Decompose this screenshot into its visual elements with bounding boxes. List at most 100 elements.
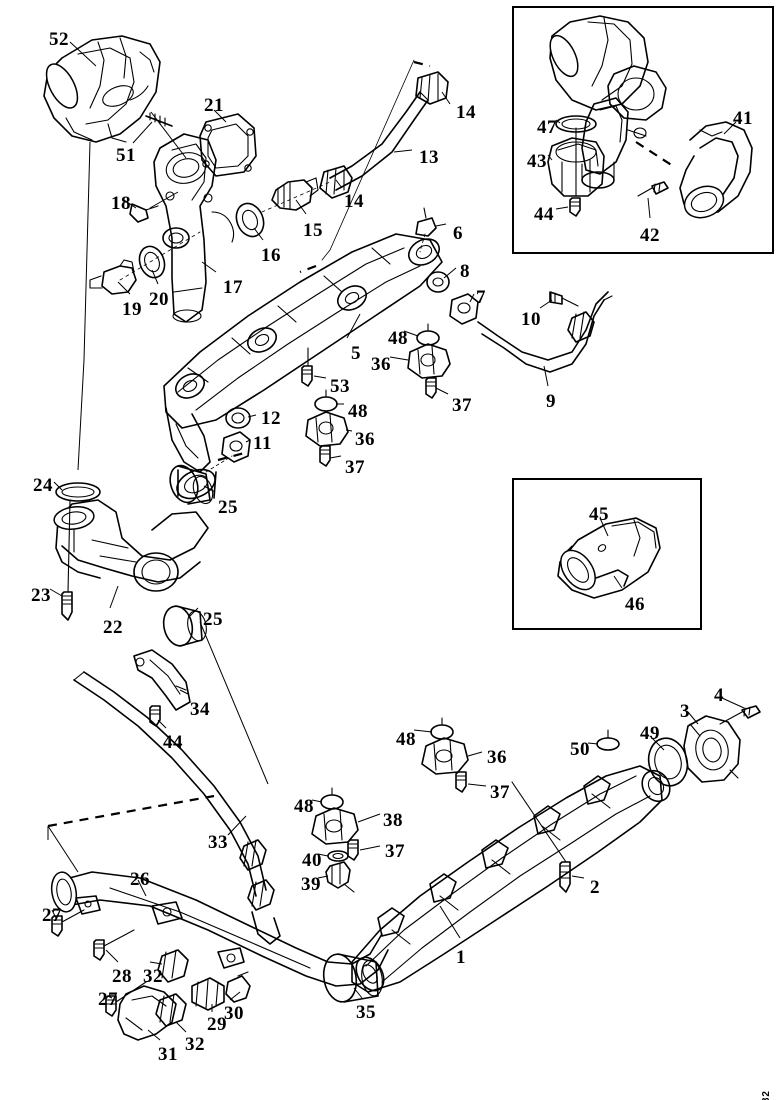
callout-label-1: 1 bbox=[456, 947, 466, 968]
callout-label-17: 17 bbox=[223, 277, 243, 298]
part-10-bolt bbox=[549, 291, 579, 307]
part-33-clamp-a bbox=[239, 839, 267, 871]
callout-label-38: 38 bbox=[383, 810, 403, 831]
part-48-seal-upper bbox=[416, 323, 440, 346]
callout-label-14: 14 bbox=[456, 102, 476, 123]
callout-label-47: 47 bbox=[537, 117, 557, 138]
callout-label-28: 28 bbox=[112, 966, 132, 987]
callout-label-32: 32 bbox=[143, 966, 163, 987]
inset-actuator-contents bbox=[557, 517, 661, 599]
part-36-sensor-lower bbox=[305, 411, 349, 447]
part-26-tab-left bbox=[75, 895, 101, 915]
part-44-bolt-lower bbox=[149, 705, 161, 727]
callout-label-32: 32 bbox=[185, 1034, 205, 1055]
callout-label-20: 20 bbox=[149, 289, 169, 310]
callout-label-9: 9 bbox=[546, 391, 556, 412]
part-25-sleeve-lower bbox=[162, 605, 207, 647]
part-2-bolt bbox=[511, 781, 571, 893]
inset-turbo-contents bbox=[549, 15, 667, 189]
callout-label-43: 43 bbox=[527, 151, 547, 172]
callout-label-25: 25 bbox=[218, 497, 238, 518]
part-25-sleeve-upper bbox=[169, 464, 214, 505]
callout-label-41: 41 bbox=[733, 108, 753, 129]
part-48-seal-38 bbox=[320, 787, 344, 810]
part-15-fitting bbox=[271, 177, 319, 211]
part-14-clamp-upper bbox=[415, 71, 449, 105]
callout-label-48: 48 bbox=[396, 729, 416, 750]
callout-label-40: 40 bbox=[302, 850, 322, 871]
part-28-bolt bbox=[93, 929, 135, 961]
callout-label-5: 5 bbox=[351, 343, 361, 364]
callout-label-25: 25 bbox=[203, 609, 223, 630]
part-20-washer bbox=[138, 245, 166, 279]
callout-label-7: 7 bbox=[476, 287, 486, 308]
part-36-sensor-right bbox=[421, 737, 469, 775]
callout-label-21: 21 bbox=[204, 95, 224, 116]
part-30-cap bbox=[225, 971, 251, 1003]
callout-label-29: 29 bbox=[207, 1014, 227, 1035]
callout-label-52: 52 bbox=[49, 29, 69, 50]
turbo-detail-inset bbox=[512, 6, 774, 254]
part-48-seal-right bbox=[430, 717, 454, 740]
part-33-clamp-b bbox=[247, 879, 275, 911]
part-40-washer bbox=[327, 850, 349, 862]
callout-label-33: 33 bbox=[208, 832, 228, 853]
part-23-bolt bbox=[61, 499, 73, 621]
part-16-washer bbox=[235, 202, 265, 238]
callout-label-34: 34 bbox=[190, 699, 210, 720]
part-24-oring bbox=[55, 482, 101, 502]
callout-label-45: 45 bbox=[589, 504, 609, 525]
part-41-elbow bbox=[679, 121, 753, 219]
callout-label-3: 3 bbox=[680, 701, 690, 722]
part-39-sensor bbox=[325, 861, 355, 893]
part-13-pipe bbox=[329, 91, 429, 191]
callout-label-37: 37 bbox=[452, 395, 472, 416]
callout-label-48: 48 bbox=[348, 401, 368, 422]
callout-label-44: 44 bbox=[534, 204, 554, 225]
callout-label-14: 14 bbox=[344, 191, 364, 212]
part-1-manifold bbox=[351, 765, 671, 993]
callout-label-48: 48 bbox=[388, 328, 408, 349]
part-29-fitting bbox=[191, 977, 225, 1011]
callout-label-12: 12 bbox=[261, 408, 281, 429]
part-9-clamp bbox=[567, 311, 595, 343]
actuator-detail-inset bbox=[512, 478, 702, 630]
part-21-gasket bbox=[199, 113, 257, 177]
callout-label-37: 37 bbox=[345, 457, 365, 478]
part-43-actuator bbox=[547, 127, 605, 197]
part-32-clamp-b bbox=[155, 993, 187, 1027]
callout-label-6: 6 bbox=[453, 223, 463, 244]
callout-label-2: 2 bbox=[590, 877, 600, 898]
callout-label-31: 31 bbox=[158, 1044, 178, 1065]
callout-label-30: 30 bbox=[224, 1003, 244, 1024]
part-37-bolt-38 bbox=[347, 839, 359, 861]
callout-label-37: 37 bbox=[490, 782, 510, 803]
callout-label-46: 46 bbox=[625, 594, 645, 615]
part-37-bolt-lower bbox=[319, 445, 331, 467]
part-32-clamp-a bbox=[157, 949, 189, 983]
callout-label-35: 35 bbox=[356, 1002, 376, 1023]
callout-label-37: 37 bbox=[385, 841, 405, 862]
callout-label-42: 42 bbox=[640, 225, 660, 246]
part-31-hose bbox=[117, 985, 177, 1041]
part-37-bolt-upper bbox=[425, 377, 437, 399]
part-44-bolt-inset bbox=[569, 197, 581, 217]
callout-label-36: 36 bbox=[487, 747, 507, 768]
part-19-sensor bbox=[89, 259, 137, 295]
part-42-bolt-inset bbox=[637, 181, 669, 197]
part-33-tube bbox=[73, 671, 281, 945]
part-34-bracket bbox=[133, 649, 191, 711]
part-52-housing bbox=[43, 35, 161, 143]
callout-label-44: 44 bbox=[163, 732, 183, 753]
callout-label-39: 39 bbox=[301, 874, 321, 895]
part-14-clamp-lower bbox=[319, 165, 353, 199]
part-22-crossover bbox=[53, 499, 209, 592]
callout-label-27: 27 bbox=[42, 905, 62, 926]
part-26-tab-mid bbox=[151, 901, 183, 925]
part-36-sensor-upper bbox=[407, 343, 451, 379]
callout-label-48: 48 bbox=[294, 796, 314, 817]
part-6-plug bbox=[415, 207, 437, 237]
part-9-hose bbox=[477, 291, 613, 373]
callout-label-19: 19 bbox=[122, 299, 142, 320]
